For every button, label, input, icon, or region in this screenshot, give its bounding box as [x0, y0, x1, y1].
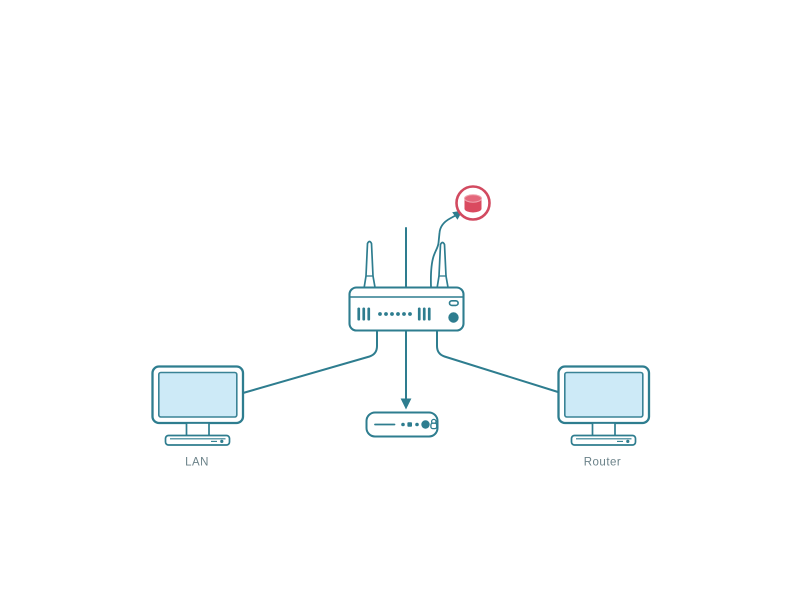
edge-to-router-computer [436, 329, 559, 393]
led-bar [357, 307, 361, 321]
monitor-neck [185, 422, 210, 437]
router-body [348, 286, 465, 332]
monitor-base [570, 434, 637, 446]
monitor-base [164, 434, 231, 446]
led-bar [362, 307, 366, 321]
wireless-access-point [348, 240, 465, 332]
led-bar [422, 307, 426, 321]
monitor-power-led-icon [220, 439, 224, 443]
monitor-neck [591, 422, 616, 437]
database-top [464, 194, 482, 203]
antenna-right-icon [436, 241, 450, 290]
switch-square [407, 422, 412, 427]
monitor-screen [158, 371, 238, 418]
switch-dot [415, 422, 419, 427]
led-dot [402, 312, 406, 316]
antenna-left-icon [363, 240, 377, 290]
led-dot [378, 312, 382, 316]
led-dot [384, 312, 388, 316]
led-bar [427, 307, 431, 321]
lan-computer [151, 365, 245, 446]
power-led-pill-icon [448, 299, 459, 307]
router-computer [557, 365, 651, 446]
led-bar [417, 307, 421, 321]
power-button-icon [448, 312, 459, 323]
switch-indicators [401, 420, 430, 429]
database-alert [455, 185, 491, 221]
led-dot [390, 312, 394, 316]
led-dot [408, 312, 412, 316]
led-bar [367, 307, 371, 321]
arrowhead-down-icon [400, 398, 412, 410]
monitor-power-led-icon [626, 439, 630, 443]
router-label: Router [584, 457, 622, 469]
led-dot [396, 312, 400, 316]
lan-label: LAN [185, 457, 209, 469]
monitor-screen [563, 371, 644, 418]
lock-body-icon [430, 422, 438, 430]
edge-to-database [429, 214, 457, 288]
router-front-panel [357, 299, 459, 323]
edge-to-lan-computer [242, 329, 378, 394]
switch-dot [401, 422, 405, 427]
network-switch [365, 411, 439, 438]
switch-button-icon [421, 420, 430, 429]
